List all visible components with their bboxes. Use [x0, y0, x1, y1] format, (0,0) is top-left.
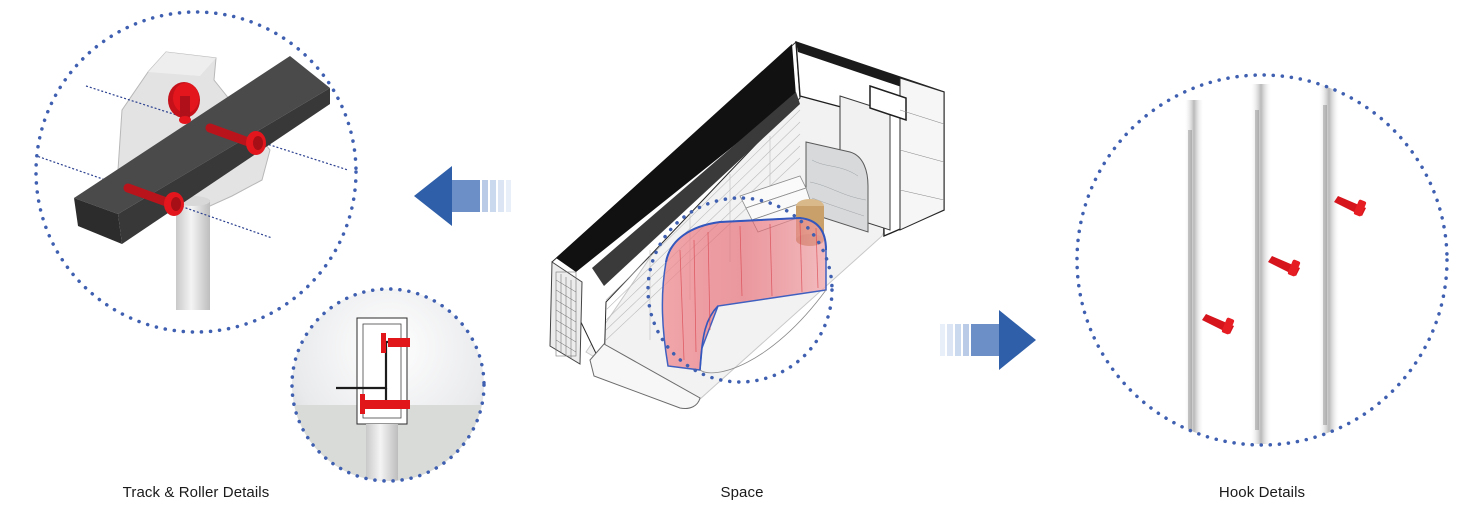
red-curtain: [661, 216, 827, 374]
arrow-left-gradient-icon: [414, 166, 511, 226]
space-axonometric: [549, 40, 945, 409]
perforated-panel: [549, 261, 583, 365]
support-post: [176, 200, 210, 310]
caption-track-roller: Track & Roller Details: [122, 484, 270, 501]
highlight-circle-space: [646, 196, 834, 384]
roller-top: [168, 82, 200, 124]
section-roller-top: [381, 333, 410, 353]
detail-circle-track: [34, 10, 358, 334]
guide-line-bottom: [36, 145, 273, 239]
roller-middle: [205, 123, 266, 155]
detail-circle-hook: [1075, 73, 1449, 447]
hook-bottom: [1202, 314, 1235, 335]
track-roller-detail: [34, 10, 358, 334]
hook-detail: [1075, 73, 1449, 447]
track-section-detail: [290, 287, 486, 483]
rear-rooms: [795, 40, 945, 238]
arrow-right-gradient-icon: [940, 310, 1036, 370]
entry-step: [589, 343, 701, 409]
track-rail-front: [74, 198, 122, 244]
hook-top: [1334, 196, 1367, 217]
track-rail-top: [74, 56, 330, 214]
caption-space: Space: [720, 484, 764, 501]
section-roller-bottom: [360, 394, 410, 414]
detail-circle-section: [290, 287, 486, 483]
caption-hook: Hook Details: [1218, 484, 1306, 501]
roller-bottom: [123, 183, 184, 216]
hook-middle: [1268, 256, 1301, 277]
